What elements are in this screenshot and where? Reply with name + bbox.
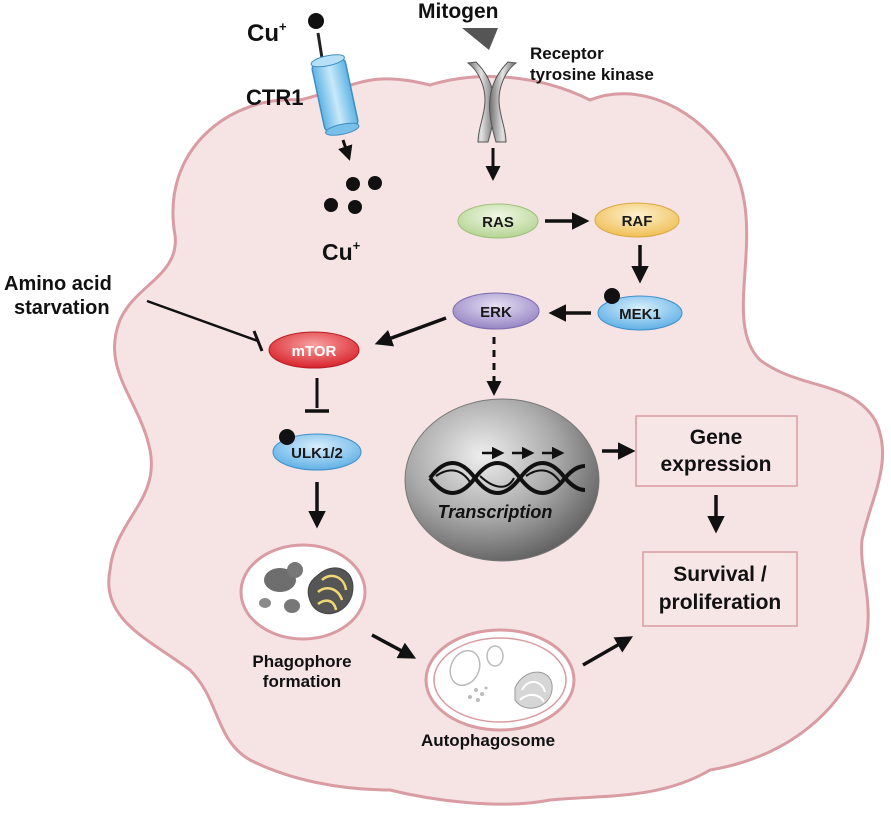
phosphate-dot <box>279 429 295 445</box>
svg-text:RAF: RAF <box>622 213 653 230</box>
mek1-node: MEK1 <box>597 288 683 331</box>
raf-node: RAF <box>594 202 680 238</box>
svg-text:ULK1/2: ULK1/2 <box>291 445 343 462</box>
phosphate-dot <box>604 288 620 304</box>
svg-text:mTOR: mTOR <box>292 343 337 360</box>
ctr1-label: CTR1 <box>246 85 303 110</box>
svg-text:MEK1: MEK1 <box>619 306 661 323</box>
ulk-node: ULK1/2 <box>272 429 362 471</box>
cu-top-label: Cu+ <box>247 19 287 47</box>
dna-helix-icon <box>428 461 586 495</box>
svg-text:ERK: ERK <box>480 304 512 321</box>
svg-text:proliferation: proliferation <box>659 591 782 614</box>
gene-expression-box: Gene expression <box>635 415 798 487</box>
autophagosome-icon <box>424 628 576 732</box>
svg-text:expression: expression <box>661 453 772 476</box>
cu-inside-label: Cu+ <box>322 238 361 265</box>
survival-proliferation-box: Survival / proliferation <box>642 551 798 627</box>
mtor-node: mTOR <box>268 331 360 369</box>
svg-text:Gene: Gene <box>690 426 743 449</box>
transcription-label: Transcription <box>438 502 553 522</box>
phagophore-icon <box>239 543 367 641</box>
svg-text:Survival /: Survival / <box>673 563 767 586</box>
ctr1-transporter-icon <box>310 54 360 136</box>
erk-node: ERK <box>452 292 540 330</box>
autophagosome-label: Autophagosome <box>421 731 555 750</box>
nucleus-icon: Transcription <box>404 398 600 562</box>
cu-ion-dot <box>308 13 324 29</box>
cu-ion-cluster <box>324 176 382 214</box>
receptor-tyrosine-kinase-icon <box>466 61 518 143</box>
mitogen-ligand-icon <box>462 28 498 50</box>
ras-node: RAS <box>457 203 539 239</box>
mitogen-label: Mitogen <box>418 0 498 23</box>
svg-text:RAS: RAS <box>482 214 514 231</box>
inhibition-line <box>146 299 259 343</box>
